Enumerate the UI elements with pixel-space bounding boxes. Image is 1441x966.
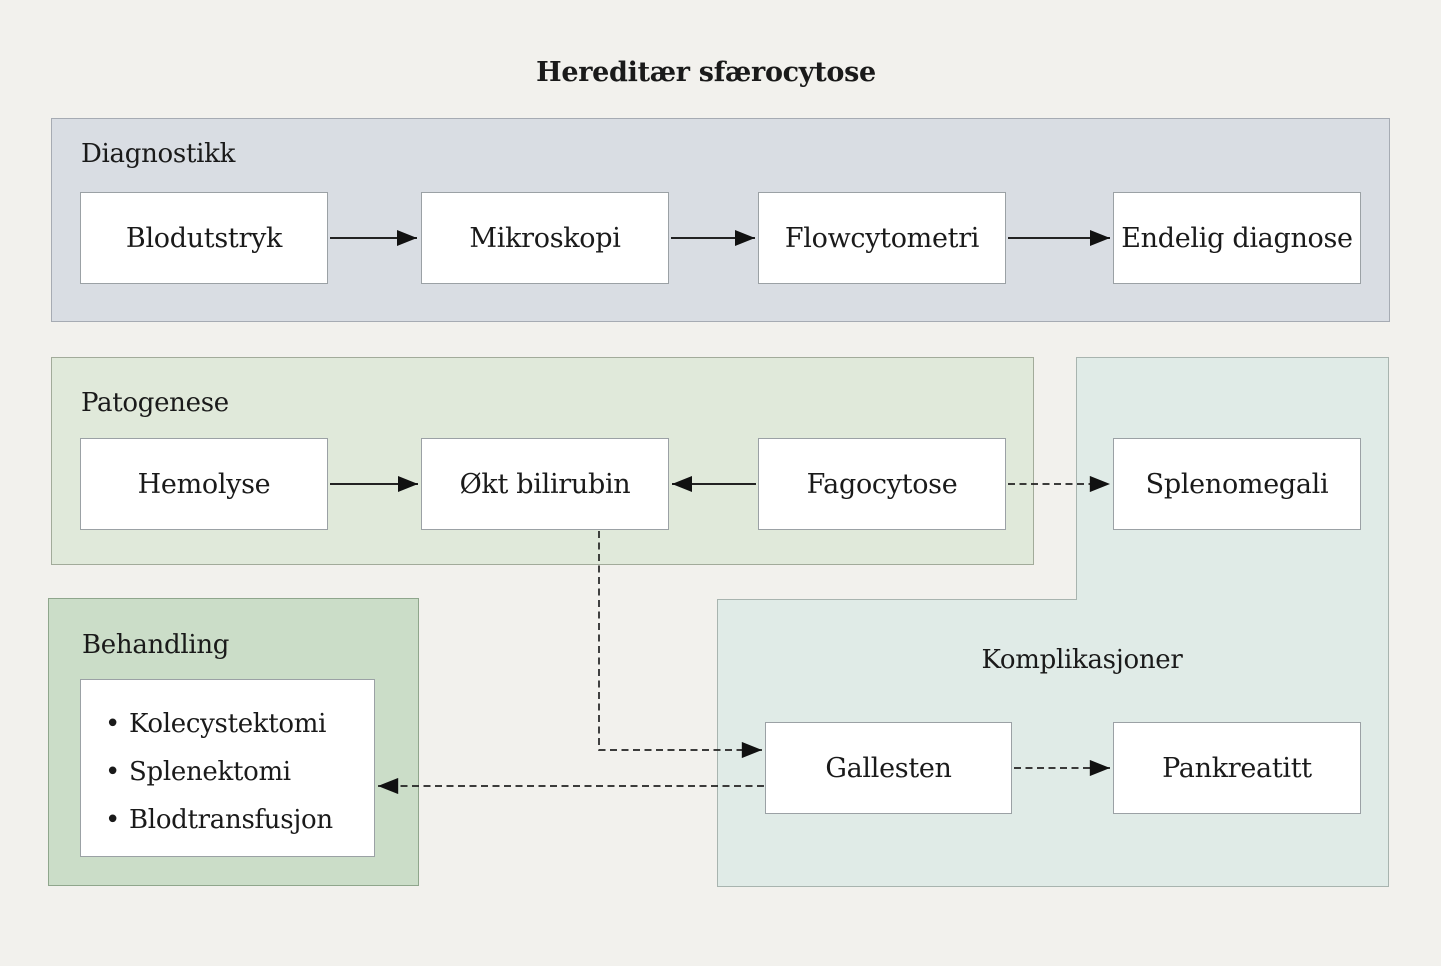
list-item-splenektomi: Splenektomi [105, 748, 374, 796]
node-splenomegali: Splenomegali [1113, 438, 1361, 530]
node-pankreatitt: Pankreatitt [1113, 722, 1361, 814]
node-blodutstryk: Blodutstryk [80, 192, 328, 284]
patogenese-label: Patogenese [81, 388, 229, 418]
komplikasjoner-label: Komplikasjoner [981, 645, 1183, 675]
node-hemolyse: Hemolyse [80, 438, 328, 530]
node-mikroskopi: Mikroskopi [421, 192, 669, 284]
diagram-title: Hereditær sfærocytose [536, 57, 876, 88]
list-item-kolecystektomi: Kolecystektomi [105, 700, 374, 748]
node-endelig-diagnose: Endelig diagnose [1113, 192, 1361, 284]
list-item-blodtransfusjon: Blodtransfusjon [105, 796, 374, 844]
node-gallesten: Gallesten [765, 722, 1012, 814]
node-flowcytometri: Flowcytometri [758, 192, 1006, 284]
diagnostikk-label: Diagnostikk [81, 139, 236, 169]
node-fagocytose: Fagocytose [758, 438, 1006, 530]
behandling-label: Behandling [82, 630, 230, 660]
behandling-list-box: Kolecystektomi Splenektomi Blodtransfusj… [80, 679, 375, 857]
node-okt-bilirubin: Økt bilirubin [421, 438, 669, 530]
